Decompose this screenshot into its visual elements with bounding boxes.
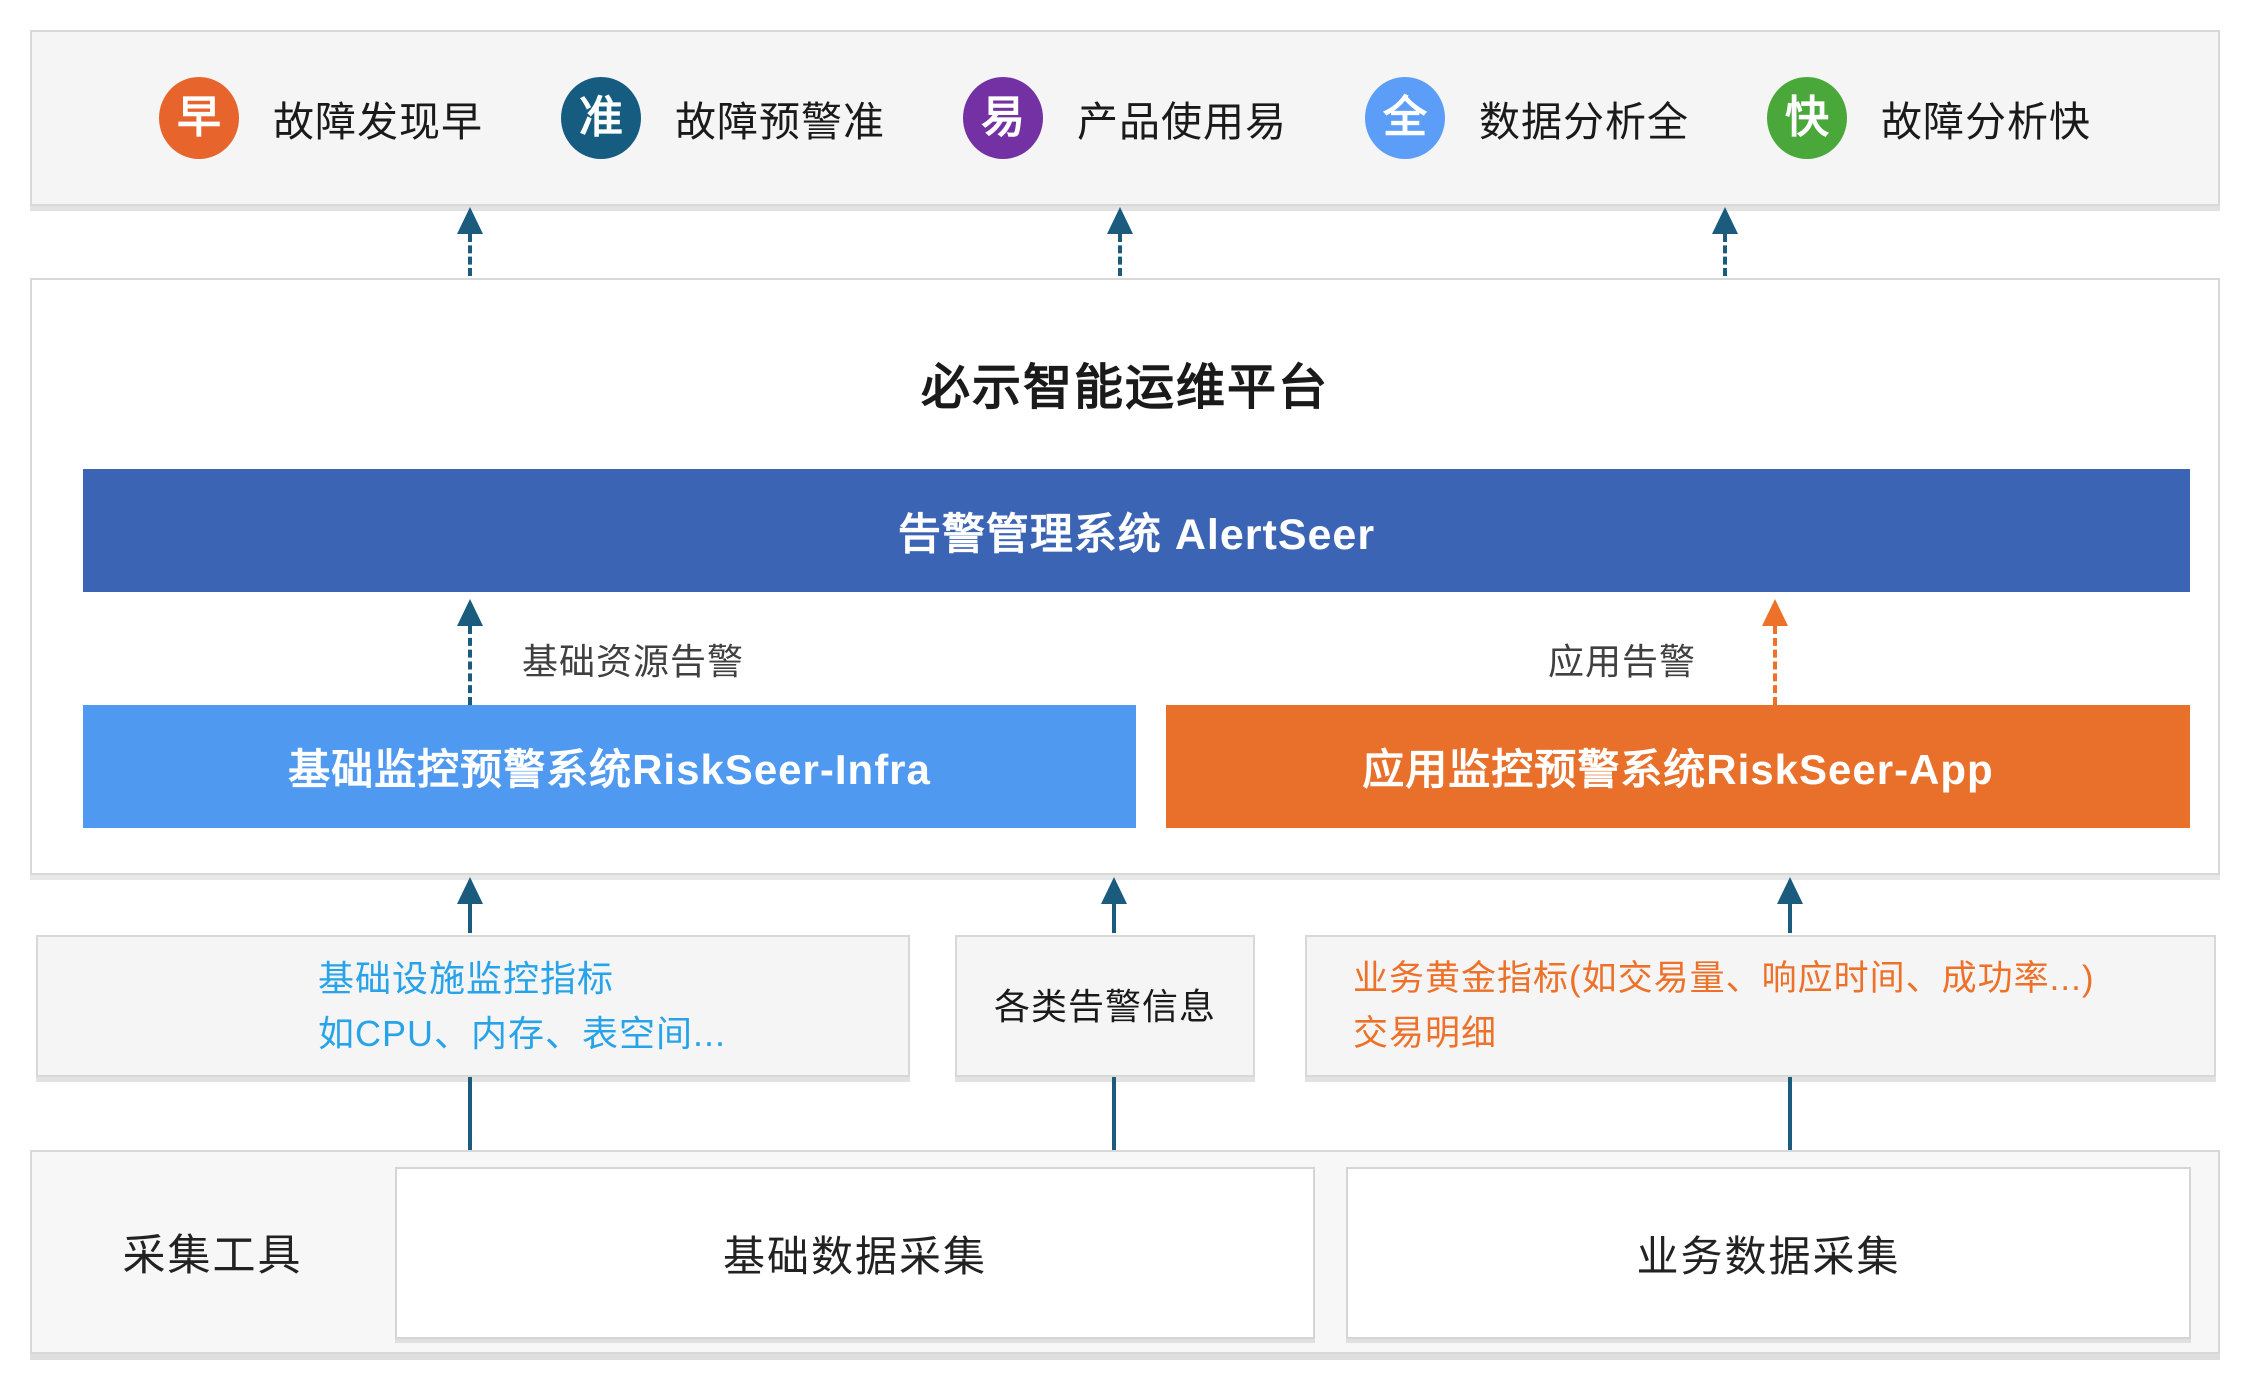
arrow-shaft [468, 234, 472, 276]
arrow-shaft [1773, 626, 1777, 705]
arrow-shaft [1788, 904, 1792, 933]
collection-tools-label: 采集工具 [122, 1232, 303, 1280]
up-dashed-arrow-icon [457, 207, 483, 276]
feature-label: 产品使用易 [1077, 99, 1287, 145]
infra-metrics-box: 基础设施监控指标 如CPU、内存、表空间... [36, 935, 910, 1077]
up-dashed-arrow-icon [1107, 207, 1133, 276]
platform-title: 必示智能运维平台 [920, 361, 1329, 415]
feature-item-early: 早 故障发现早 [159, 77, 483, 159]
arrowhead-icon [1777, 877, 1803, 904]
feature-item-accurate: 准 故障预警准 [561, 77, 885, 159]
arrowhead-icon [1712, 207, 1738, 234]
up-solid-arrow-icon [1777, 877, 1803, 933]
feature-label: 故障发现早 [273, 99, 483, 145]
arrow-shaft [468, 904, 472, 933]
arrow-shaft [1112, 904, 1116, 933]
up-solid-arrow-icon [457, 877, 483, 933]
feature-label: 故障分析快 [1881, 99, 2091, 145]
early-badge-icon: 早 [159, 77, 239, 159]
feature-label: 故障预警准 [675, 99, 885, 145]
arrowhead-icon [457, 877, 483, 904]
arrow-shaft [1723, 234, 1727, 276]
up-solid-arrow-icon [1101, 877, 1127, 933]
connector-line [1112, 1077, 1116, 1150]
riskseer-infra-bar: 基础监控预警系统RiskSeer-Infra [83, 705, 1136, 828]
arrowhead-icon [1101, 877, 1127, 904]
app-alert-label: 应用告警 [1548, 641, 1697, 682]
feature-item-complete: 全 数据分析全 [1365, 77, 1689, 159]
arrowhead-icon [1107, 207, 1133, 234]
complete-badge-icon: 全 [1365, 77, 1445, 159]
alertseer-bar: 告警管理系统 AlertSeer [83, 469, 2190, 592]
accurate-badge-icon: 准 [561, 77, 641, 159]
infra-metrics-line1: 基础设施监控指标 [318, 958, 615, 999]
alert-info-line: 各类告警信息 [993, 985, 1216, 1027]
business-metrics-line1: 业务黄金指标(如交易量、响应时间、成功率...) [1353, 959, 2095, 998]
infra-alert-dashed-arrow-icon [457, 599, 483, 705]
up-dashed-arrow-icon [1712, 207, 1738, 276]
business-data-collection-box: 业务数据采集 [1346, 1167, 2191, 1339]
app-alert-dashed-arrow-icon [1762, 599, 1788, 705]
arrowhead-icon [457, 599, 483, 626]
fast-badge-icon: 快 [1767, 77, 1847, 159]
arrowhead-icon [1762, 599, 1788, 626]
infra-alert-label: 基础资源告警 [522, 641, 745, 682]
arrow-shaft [468, 626, 472, 705]
feature-item-fast: 快 故障分析快 [1767, 77, 2091, 159]
infra-metrics-line2: 如CPU、内存、表空间... [318, 1013, 727, 1054]
connector-line [468, 1077, 472, 1150]
feature-item-easy: 易 产品使用易 [963, 77, 1287, 159]
riskseer-app-bar: 应用监控预警系统RiskSeer-App [1166, 705, 2190, 828]
arrow-shaft [1118, 234, 1122, 276]
business-metrics-box: 业务黄金指标(如交易量、响应时间、成功率...) 交易明细 [1305, 935, 2216, 1077]
easy-badge-icon: 易 [963, 77, 1043, 159]
feature-label: 数据分析全 [1479, 99, 1689, 145]
business-metrics-line2: 交易明细 [1353, 1014, 1498, 1053]
arrowhead-icon [457, 207, 483, 234]
features-panel: 早 故障发现早 准 故障预警准 易 产品使用易 全 数据分析全 快 故障分析快 [30, 30, 2220, 206]
connector-line [1788, 1077, 1792, 1150]
basic-data-collection-box: 基础数据采集 [395, 1167, 1315, 1339]
alert-info-box: 各类告警信息 [955, 935, 1255, 1077]
